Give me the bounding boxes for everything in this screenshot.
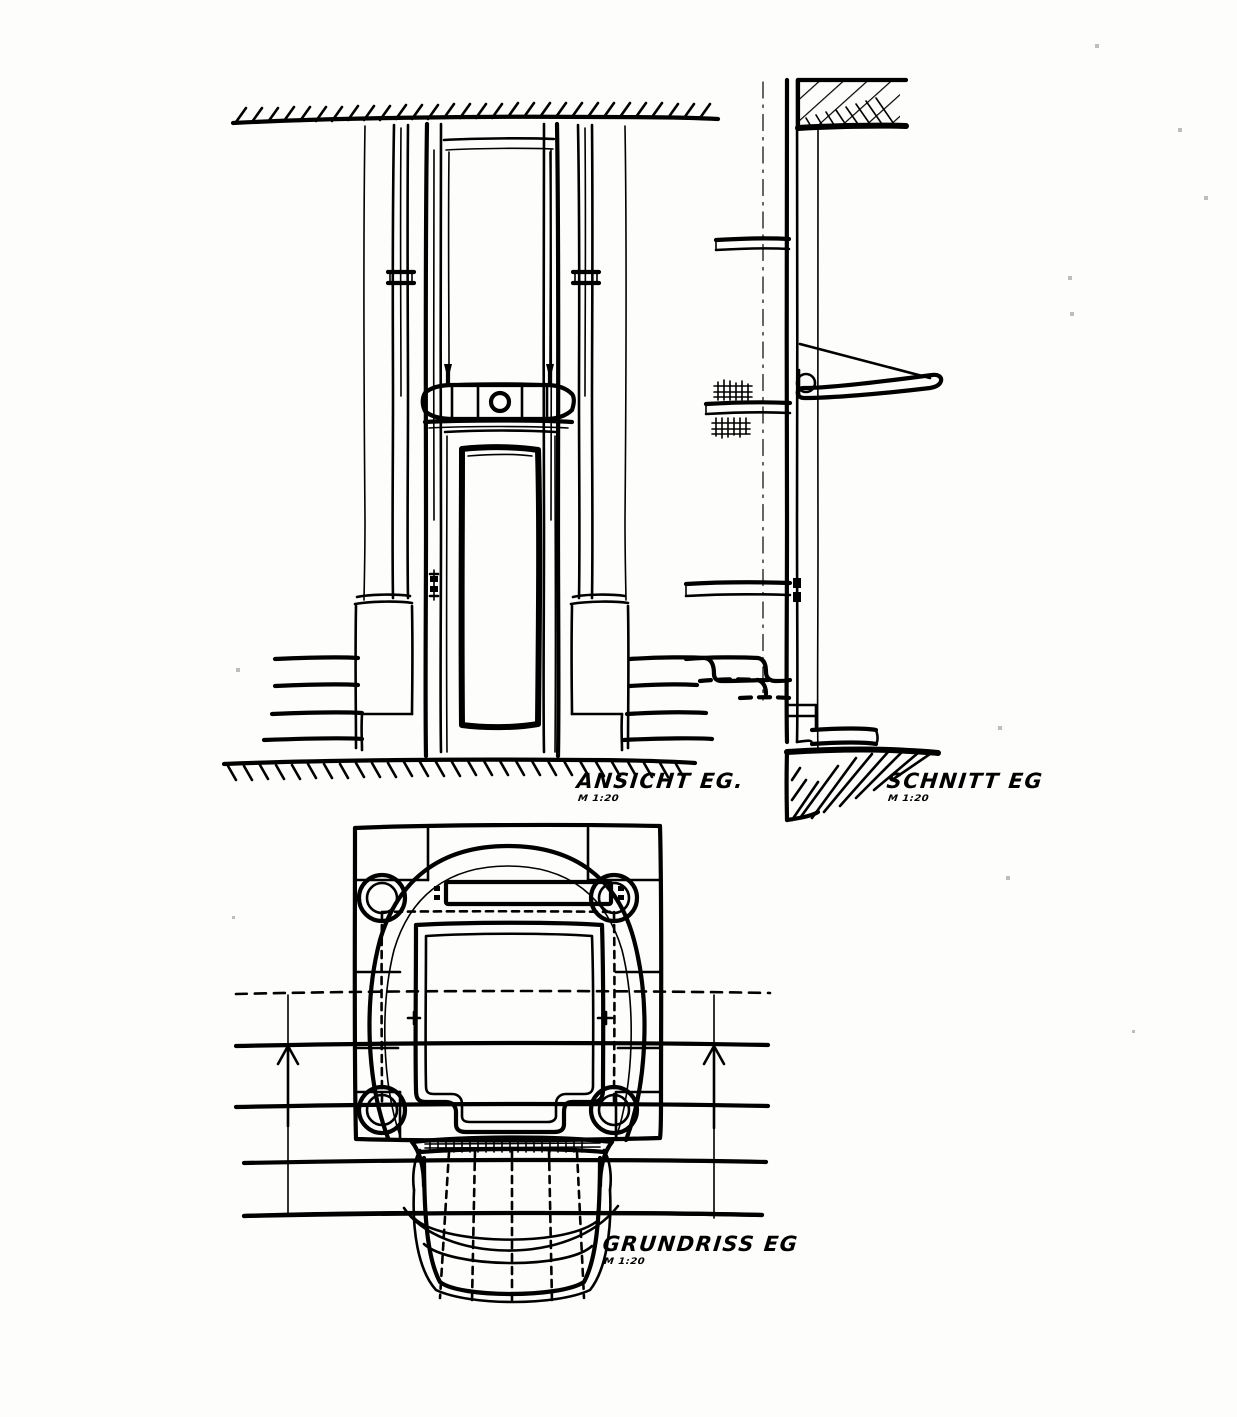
elevation-fanlight-opening	[442, 137, 556, 387]
elevation-drawing	[221, 101, 771, 782]
section-hinged-bracket	[795, 342, 944, 401]
plan-wall-tick-marks	[406, 1010, 614, 1026]
elevation-steps-left	[261, 655, 365, 743]
plan-front-steps	[241, 1148, 765, 1306]
elevation-jamb-right	[542, 121, 561, 759]
caption-elevation-scale: M 1:20	[577, 794, 620, 804]
plan-hidden-lines	[380, 909, 616, 1106]
section-ledge-upper	[713, 236, 792, 252]
section-wall	[784, 77, 819, 753]
caption-plan-title: GRUNDRISS EG	[601, 1232, 800, 1256]
plan-paving-lines	[233, 989, 772, 1219]
elevation-plinth-left	[353, 593, 414, 752]
scan-speckles	[232, 44, 1208, 1033]
elevation-plinth-right	[569, 593, 630, 752]
plan-transom-bar	[434, 879, 624, 907]
caption-elevation-title: ANSICHT EG.	[575, 769, 746, 793]
elevation-outer-wall-left	[363, 125, 366, 601]
section-fixing-hatch-lower	[711, 417, 751, 439]
section-ground-hatch	[784, 746, 941, 823]
plan-oval-wall	[367, 843, 647, 1143]
caption-plan-scale: M 1:20	[603, 1257, 646, 1267]
section-ledge-middle	[703, 379, 793, 439]
elevation-outer-wall-right	[624, 125, 627, 601]
elevation-jamb-left	[423, 121, 443, 759]
plan-direction-arrow-left[interactable]	[276, 1044, 300, 1128]
plan-drawing	[233, 822, 772, 1306]
section-fixing-hatch-upper	[713, 379, 753, 401]
elevation-pilaster-right	[570, 123, 602, 600]
plan-direction-arrow-right[interactable]	[702, 1044, 726, 1130]
section-threshold	[785, 703, 879, 747]
elevation-door-handle	[428, 569, 440, 601]
elevation-lintel-ornament	[420, 382, 576, 429]
section-ceiling-hatch	[795, 77, 909, 131]
section-drawing	[683, 77, 944, 823]
caption-section: SCHNITT EG M 1:20	[884, 769, 1045, 805]
caption-elevation: ANSICHT EG. M 1:20	[574, 769, 746, 805]
elevation-ceiling-line	[230, 101, 721, 126]
elevation-pilaster-left	[385, 123, 417, 600]
caption-section-title: SCHNITT EG	[885, 769, 1045, 793]
elevation-ground-line	[221, 757, 698, 782]
elevation-door-leaf	[443, 429, 558, 753]
caption-plan: GRUNDRISS EG M 1:20	[600, 1232, 800, 1268]
plan-inner-room	[413, 920, 606, 1135]
caption-section-scale: M 1:20	[887, 794, 930, 804]
section-hidden-step-profile	[683, 655, 793, 701]
section-ledge-lower	[683, 578, 801, 602]
